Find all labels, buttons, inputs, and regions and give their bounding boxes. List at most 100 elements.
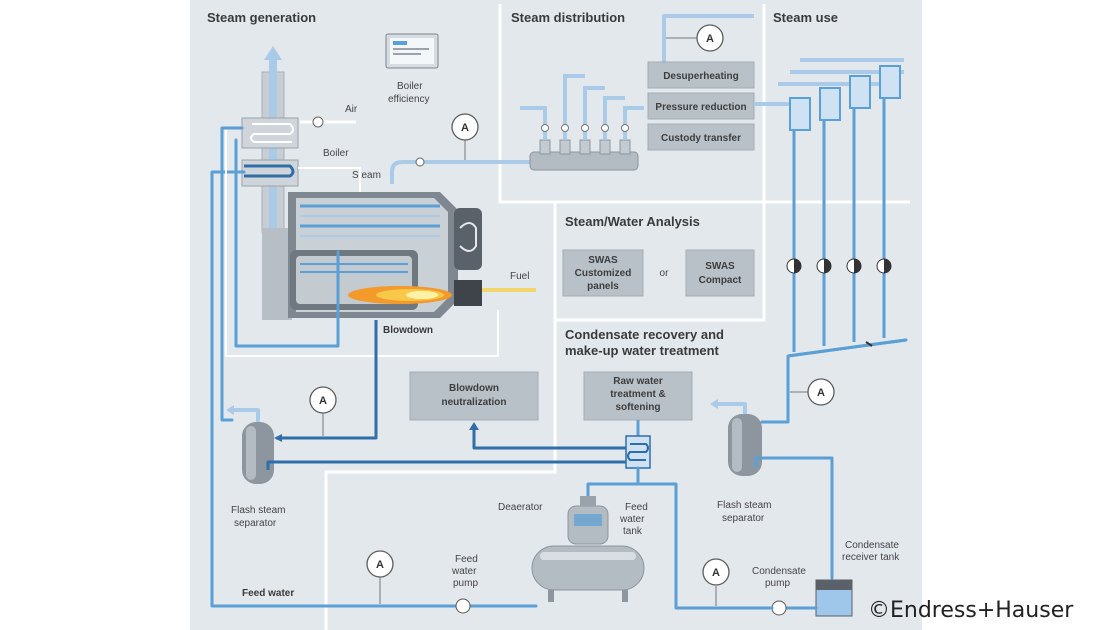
- steam-use-title: Steam use: [773, 10, 838, 25]
- makeup-to-deaerator: [586, 466, 640, 506]
- feed-water-tank-line1: Feed: [625, 502, 648, 513]
- condensate-gauge-letter: A: [817, 387, 825, 399]
- heat-exchanger-coils: [789, 65, 901, 131]
- feed-pump-line3: pump: [453, 578, 478, 589]
- condensate-title-line1: Condensate recovery and: [565, 327, 724, 342]
- swas-customized-panels-box: [562, 249, 644, 297]
- flash-vent-left: [232, 408, 260, 422]
- steam-valve: [415, 157, 425, 167]
- blowdown-analyzer-gauge: [309, 386, 337, 414]
- desuperheating-box: [647, 61, 755, 89]
- feed-water-tank: [531, 545, 645, 602]
- swas-compact-line1: SWAS: [705, 261, 735, 272]
- condensate-return-line: [760, 338, 908, 424]
- preheat-return-line: [220, 126, 244, 422]
- swas-custom-line2: Customized: [575, 268, 632, 279]
- flash-left-label-line2: separator: [234, 518, 277, 529]
- air-flow-meter: [312, 116, 324, 128]
- blowdown-neutralization-line2: neutralization: [441, 397, 506, 408]
- custody-transfer-box: [647, 123, 755, 151]
- air-preheater-coil: [250, 123, 294, 143]
- feed-water-pump-icon: [455, 598, 471, 614]
- air-label: Air: [345, 104, 358, 115]
- steam-water-analysis-title: Steam/Water Analysis: [565, 214, 700, 229]
- steam-header-manifold: [529, 139, 639, 171]
- custody-transfer-label: Custody transfer: [661, 133, 741, 144]
- condensate-analyzer-gauge: [807, 378, 835, 406]
- deaerator: [567, 496, 609, 545]
- blowdown-neutralization-line1: Blowdown: [449, 383, 499, 394]
- flash-steam-separator-left: [242, 422, 274, 484]
- flash-left-label-line1: Flash steam: [231, 505, 285, 516]
- raw-water-line3: softening: [616, 402, 661, 413]
- economizer-coil: [244, 164, 295, 178]
- distribution-gauge-letter: A: [706, 33, 714, 45]
- flash-right-label-line1: Flash steam: [717, 500, 771, 511]
- swas-compact-box: [685, 249, 755, 297]
- boiler-efficiency-label-line1: Boiler: [397, 81, 423, 92]
- blowdown-gauge-letter: A: [319, 395, 327, 407]
- branch-valves: [541, 124, 629, 132]
- steam-gauge-letter: A: [461, 122, 469, 134]
- feed-water-analyzer-gauge: [366, 550, 394, 578]
- deaerator-label: Deaerator: [498, 502, 543, 513]
- flash-vent-right-arrow: [710, 399, 718, 409]
- flash-vent-right: [716, 402, 747, 414]
- flash-left-outlet: [266, 460, 628, 470]
- condensate-pump-line2: pump: [765, 578, 790, 589]
- condensate-pump-gauge-letter: A: [712, 567, 720, 579]
- blowdown-line: [276, 320, 378, 440]
- steam-analyzer-gauge: [451, 113, 479, 141]
- boiler-efficiency-label-line2: efficiency: [388, 94, 430, 105]
- feed-water-line: [210, 170, 458, 608]
- distribution-analyzer-gauge: [696, 24, 724, 52]
- economizer: [241, 159, 299, 187]
- condensate-title-line2: make-up water treatment: [565, 343, 720, 358]
- desuperheating-label: Desuperheating: [663, 71, 739, 82]
- fuel-label: Fuel: [510, 271, 529, 282]
- neutralization-arrow: [469, 422, 479, 430]
- condensate-pump-line1: Condensate: [752, 566, 806, 577]
- neutralization-feed-line: [472, 428, 628, 450]
- condensate-receiver-tank: [815, 579, 853, 617]
- air-duct: [225, 130, 499, 357]
- flash-steam-separator-right: [728, 414, 762, 476]
- swas-custom-line3: panels: [587, 281, 619, 292]
- swas-compact-line2: Compact: [699, 275, 742, 286]
- boiler-label: Boiler: [323, 148, 349, 159]
- condensate-pump-icon: [771, 600, 787, 616]
- drum-link: [298, 167, 361, 192]
- condensate-to-deaerator: [638, 482, 774, 610]
- boiler-loop-pipe: [234, 138, 340, 348]
- raw-water-treatment-box: [583, 371, 693, 421]
- swas-or-label: or: [660, 268, 670, 279]
- feed-pump-line1: Feed: [455, 554, 478, 565]
- swas-custom-line1: SWAS: [588, 255, 618, 266]
- heat-recovery-exchanger: [625, 435, 651, 469]
- feed-water-tank-line3: tank: [623, 526, 643, 537]
- burner-flame: [348, 286, 452, 304]
- steam-label: Steam: [352, 170, 381, 181]
- copyright-watermark: ©Endress+Hauser: [868, 598, 1074, 623]
- receiver-label-line2: receiver tank: [842, 552, 900, 563]
- feed-water-tank-line2: water: [619, 514, 645, 525]
- blowdown-neutralization-box: [409, 371, 539, 421]
- steam-generation-title: Steam generation: [207, 10, 316, 25]
- blowdown-arrow: [274, 434, 282, 442]
- raw-water-line1: Raw water: [613, 376, 663, 387]
- flash-right-label-line2: separator: [722, 513, 765, 524]
- steam-main-pipe: [390, 160, 530, 184]
- condensate-pump-analyzer-gauge: [702, 558, 730, 586]
- receiver-label-line1: Condensate: [845, 540, 899, 551]
- raw-water-line2: treatment &: [610, 389, 666, 400]
- steam-distribution-title: Steam distribution: [511, 10, 625, 25]
- desuperheater-water-line: [662, 14, 754, 62]
- pressure-reduction-box: [647, 92, 755, 120]
- flash-vent-left-arrow: [226, 405, 234, 415]
- feed-pump-line2: water: [451, 566, 477, 577]
- flash-right-to-receiver: [754, 456, 834, 580]
- feed-gauge-letter: A: [376, 559, 384, 571]
- blowdown-label: Blowdown: [383, 325, 433, 336]
- steam-traps: [786, 258, 892, 274]
